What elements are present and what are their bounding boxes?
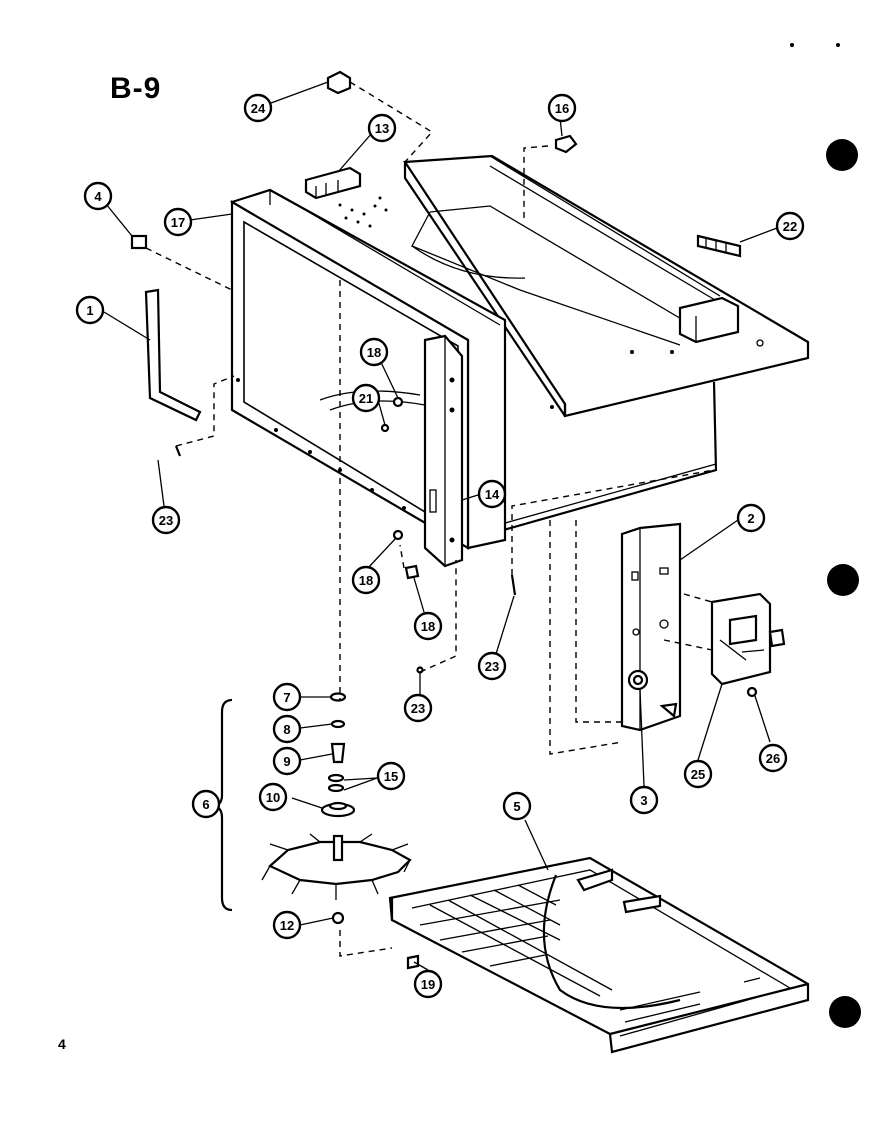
part-terminal-block — [304, 166, 362, 200]
part-knob — [326, 70, 352, 95]
side-panel — [620, 522, 682, 732]
binder-hole-middle — [827, 564, 859, 596]
callout-label: 23 — [411, 701, 425, 716]
callout-label: 4 — [94, 189, 102, 204]
callout-19: 19 — [413, 969, 443, 999]
callout-label: 18 — [421, 619, 435, 634]
callout-15: 15 — [376, 761, 406, 791]
callout-label: 22 — [783, 219, 797, 234]
callout-leaders — [103, 81, 778, 971]
callout-label: 5 — [513, 799, 520, 814]
callout-23: 23 — [151, 505, 181, 535]
callout-label: 18 — [367, 345, 381, 360]
callout-label: 7 — [283, 690, 290, 705]
callout-label: 10 — [266, 790, 280, 805]
binder-hole-top — [826, 139, 858, 171]
callout-12: 12 — [272, 910, 302, 940]
bracket — [423, 334, 464, 568]
callout-label: 23 — [159, 513, 173, 528]
callouts: 24 13 16 4 17 22 1 18 21 23 14 18 18 23 23 2 7 8 9 15 6 10 12 5… — [75, 93, 805, 999]
callout-21: 21 — [351, 383, 381, 413]
part-cap — [130, 234, 148, 250]
callout-5: 5 — [502, 791, 532, 821]
callout-label: 21 — [359, 391, 373, 406]
callout-label: 18 — [359, 573, 373, 588]
callout-13: 13 — [367, 113, 397, 143]
callout-18: 18 — [413, 611, 443, 641]
binder-hole-bottom — [829, 996, 861, 1028]
base-pan — [388, 856, 810, 1054]
part-connector — [696, 234, 742, 258]
cabinet-body — [467, 381, 718, 542]
callout-label: 24 — [251, 101, 266, 116]
screw-part-26 — [746, 686, 758, 698]
callout-label: 23 — [485, 659, 499, 674]
fan-assembly — [211, 692, 412, 925]
callout-24: 24 — [243, 93, 273, 123]
callout-25: 25 — [683, 759, 713, 789]
callout-label: 19 — [421, 977, 435, 992]
callout-1: 1 — [75, 295, 105, 325]
callout-10: 10 — [258, 782, 288, 812]
switch-assembly — [710, 592, 786, 686]
part-clip — [554, 134, 578, 154]
callout-17: 17 — [163, 207, 193, 237]
callout-22: 22 — [775, 211, 805, 241]
callout-label: 9 — [283, 754, 290, 769]
callout-18: 18 — [351, 565, 381, 595]
callout-14: 14 — [477, 479, 507, 509]
callout-16: 16 — [547, 93, 577, 123]
dashed-leaders — [145, 81, 715, 957]
callout-18: 18 — [359, 337, 389, 367]
page-number: 4 — [58, 1036, 66, 1052]
callout-label: 17 — [171, 215, 185, 230]
callout-label: 8 — [283, 722, 290, 737]
callout-2: 2 — [736, 503, 766, 533]
callout-9: 9 — [272, 746, 302, 776]
callout-label: 14 — [485, 487, 500, 502]
callout-label: 12 — [280, 918, 294, 933]
callout-23: 23 — [403, 693, 433, 723]
part-bent-strip — [144, 288, 202, 422]
callout-7: 7 — [272, 682, 302, 712]
callout-8: 8 — [272, 714, 302, 744]
callout-6: 6 — [191, 789, 221, 819]
callout-label: 3 — [640, 793, 647, 808]
callout-label: 15 — [384, 769, 398, 784]
callout-label: 26 — [766, 751, 780, 766]
diagram-title: B-9 — [110, 72, 162, 105]
callout-label: 13 — [375, 121, 389, 136]
callout-label: 6 — [202, 797, 209, 812]
callout-label: 25 — [691, 767, 705, 782]
callout-label: 2 — [747, 511, 754, 526]
callout-label: 1 — [86, 303, 93, 318]
callout-26: 26 — [758, 743, 788, 773]
callout-label: 16 — [555, 101, 569, 116]
callout-4: 4 — [83, 181, 113, 211]
callout-23: 23 — [477, 651, 507, 681]
cabinet-top-tray — [403, 154, 810, 418]
callout-3: 3 — [629, 785, 659, 815]
